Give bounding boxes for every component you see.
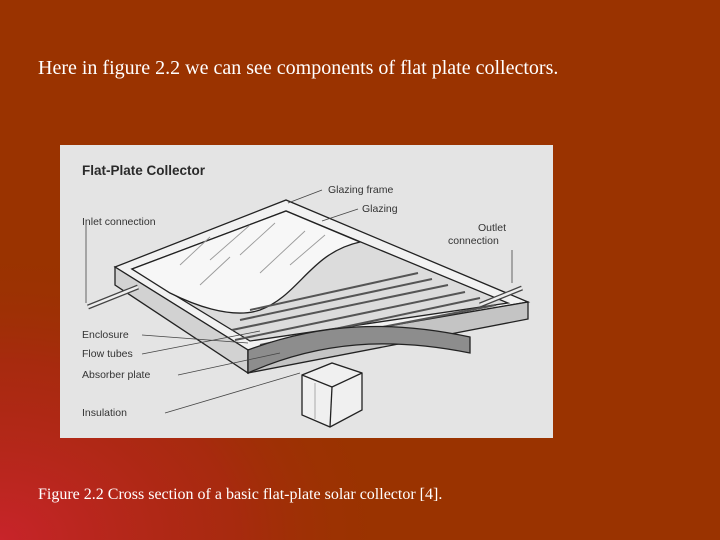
label-absorber-plate: Absorber plate — [82, 369, 150, 381]
leader-lines — [85, 189, 513, 414]
label-flow-tubes: Flow tubes — [82, 348, 133, 360]
label-outlet-line1: Outlet — [478, 222, 506, 234]
figure-caption: Figure 2.2 Cross section of a basic flat… — [38, 486, 443, 503]
label-inlet-connection: Inlet connection — [82, 216, 156, 228]
flat-plate-collector-figure: Flat-Plate Collector — [60, 145, 553, 438]
label-outlet-line2: connection — [448, 235, 499, 247]
label-enclosure: Enclosure — [82, 329, 129, 341]
intro-text: Here in figure 2.2 we can see components… — [38, 57, 559, 79]
figure-title: Flat-Plate Collector — [82, 163, 206, 178]
label-glazing-frame: Glazing frame — [328, 184, 394, 196]
label-glazing: Glazing — [362, 203, 398, 215]
label-insulation: Insulation — [82, 407, 127, 419]
collector-illustration — [87, 199, 531, 428]
